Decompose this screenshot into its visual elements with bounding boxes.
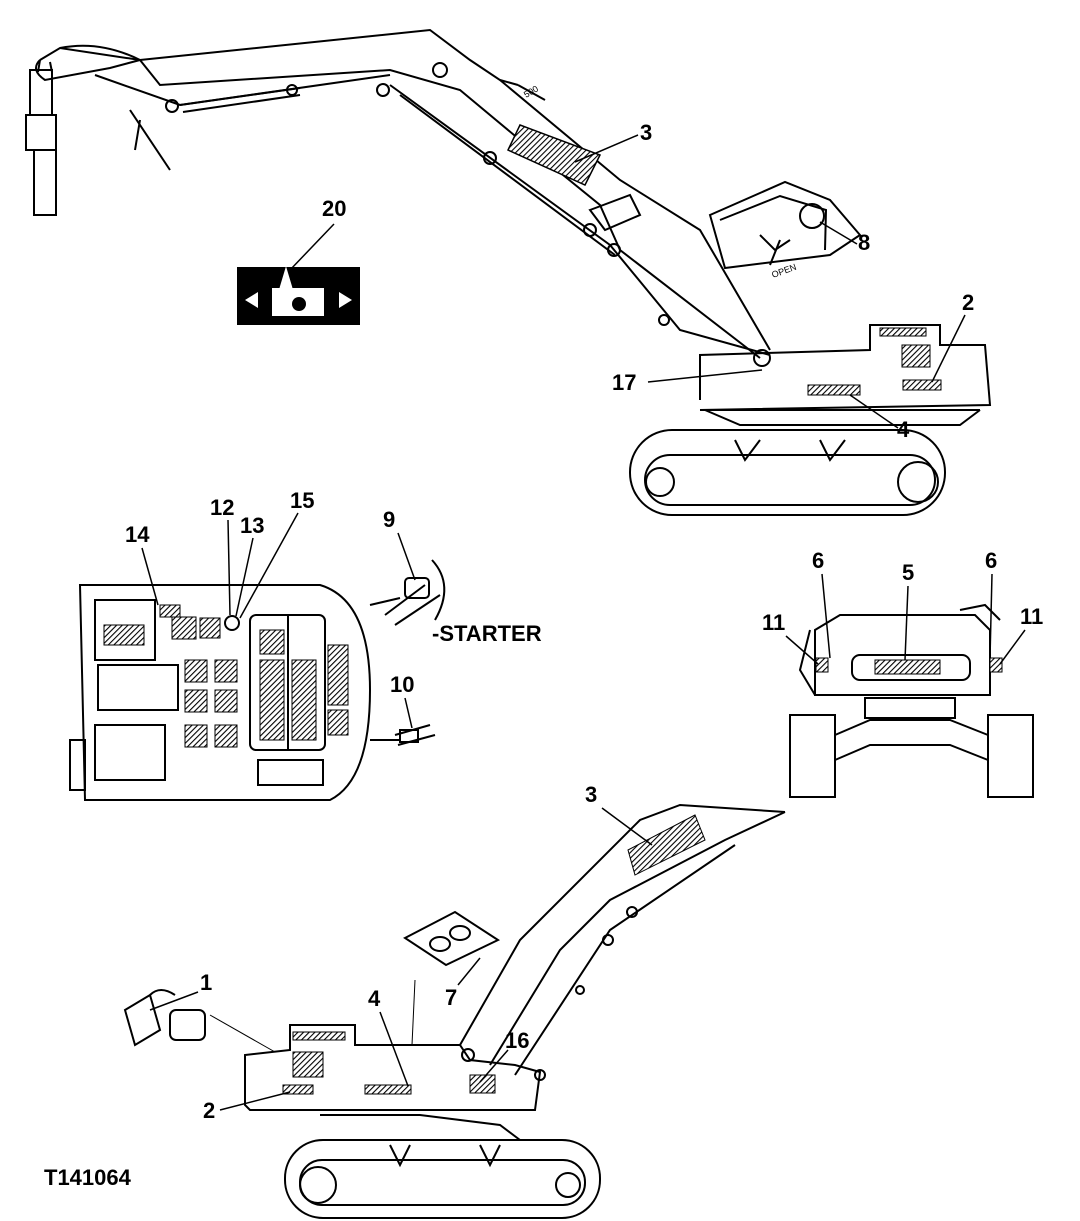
callout-2-top: 2 — [962, 290, 974, 315]
lock-icon — [224, 615, 240, 631]
upper-structure-decals — [103, 604, 349, 748]
top-excavator — [25, 28, 992, 516]
top-decals — [506, 124, 942, 396]
callout-3-top: 3 — [640, 120, 652, 145]
callout-9: 9 — [383, 507, 395, 532]
callout-12: 12 — [210, 495, 234, 520]
callout-11-left: 11 — [762, 610, 785, 635]
starter-label: -STARTER — [432, 621, 542, 646]
callout-4-bottom: 4 — [368, 986, 381, 1011]
callout-2-bottom: 2 — [203, 1098, 215, 1123]
callout-4-top: 4 — [897, 417, 910, 442]
callout-16: 16 — [505, 1028, 529, 1053]
callout-8: 8 — [858, 230, 870, 255]
rear-decals — [815, 657, 1003, 675]
figure-id: T141064 — [44, 1165, 132, 1190]
fuse-detail — [394, 724, 436, 746]
open-label: OPEN — [770, 262, 797, 280]
callout-14: 14 — [125, 522, 150, 547]
callout-7: 7 — [445, 985, 457, 1010]
callout-13: 13 — [240, 513, 264, 538]
callout-1: 1 — [200, 970, 212, 995]
callout-3-bottom: 3 — [585, 782, 597, 807]
callout-6-left: 6 — [812, 548, 824, 573]
rear-view — [789, 603, 1034, 798]
callout-20: 20 — [322, 196, 346, 221]
decal-8-detail — [708, 180, 862, 270]
bottom-decals — [282, 814, 706, 1095]
decal-20-icon — [237, 266, 360, 325]
callout-15: 15 — [290, 488, 314, 513]
starter-detail — [384, 559, 446, 626]
callout-6-right: 6 — [985, 548, 997, 573]
callout-17: 17 — [612, 370, 636, 395]
bottom-excavator — [123, 803, 786, 1219]
callout-11-right: 11 — [1020, 604, 1043, 629]
callout-10: 10 — [390, 672, 414, 697]
boom-dimension-label: 500 — [522, 84, 540, 100]
callout-5: 5 — [902, 560, 914, 585]
upper-structure-top-view — [69, 584, 401, 801]
